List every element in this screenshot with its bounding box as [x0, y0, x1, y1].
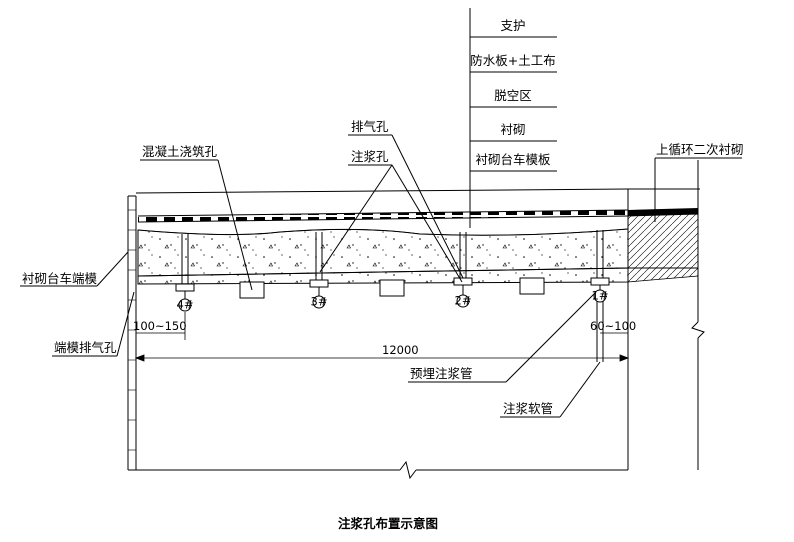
- dimension-lines: [134, 312, 630, 364]
- stack-label-support: 支护: [500, 18, 525, 33]
- grout-pipes: [175, 230, 610, 362]
- right-frame: [136, 160, 705, 480]
- label-pour-hole: 混凝土浇筑孔: [142, 144, 218, 159]
- marker-4: [178, 298, 192, 312]
- label-grout-hole: 注浆孔: [351, 149, 389, 164]
- label-embedded-pipe: 预埋注浆管: [410, 366, 473, 381]
- marker-2: [456, 294, 470, 308]
- stack-label-lining: 衬砌: [500, 122, 525, 137]
- previous-lining: [627, 213, 699, 269]
- dim-right-offset: 60~100: [590, 319, 636, 333]
- label-grout-hose: 注浆软管: [503, 401, 553, 416]
- marker-2-label: 2#: [455, 294, 472, 308]
- label-stack: [469, 8, 557, 228]
- label-end-form: 衬砌台车端模: [22, 271, 98, 286]
- markers: 4# 3# 2# 1#: [177, 289, 609, 312]
- formwork-ribs: [239, 277, 545, 299]
- stack-label-waterproof: 防水板+土工布: [470, 53, 555, 68]
- leader-lines: [20, 134, 742, 418]
- diagram-caption: 注浆孔布置示意图: [338, 516, 438, 531]
- marker-1-label: 1#: [592, 289, 609, 303]
- marker-3: [312, 295, 326, 309]
- stack-label-formwork: 衬砌台车模板: [475, 152, 551, 167]
- support-boundary: [135, 188, 700, 194]
- end-formwork: [127, 195, 137, 471]
- marker-4-label: 4#: [177, 298, 194, 312]
- lining-concrete: [137, 228, 629, 277]
- marker-1: [593, 289, 607, 303]
- label-end-vent: 端模排气孔: [54, 340, 117, 355]
- dim-left-offset: 100~150: [133, 319, 187, 333]
- label-vent-hole: 排气孔: [351, 119, 389, 134]
- label-previous-lining: 上循环二次衬砌: [656, 142, 744, 157]
- dim-total-length: 12000: [382, 343, 419, 357]
- stack-label-void: 脱空区: [494, 88, 532, 103]
- marker-3-label: 3#: [311, 295, 328, 309]
- waterproof-membrane: [137, 208, 698, 223]
